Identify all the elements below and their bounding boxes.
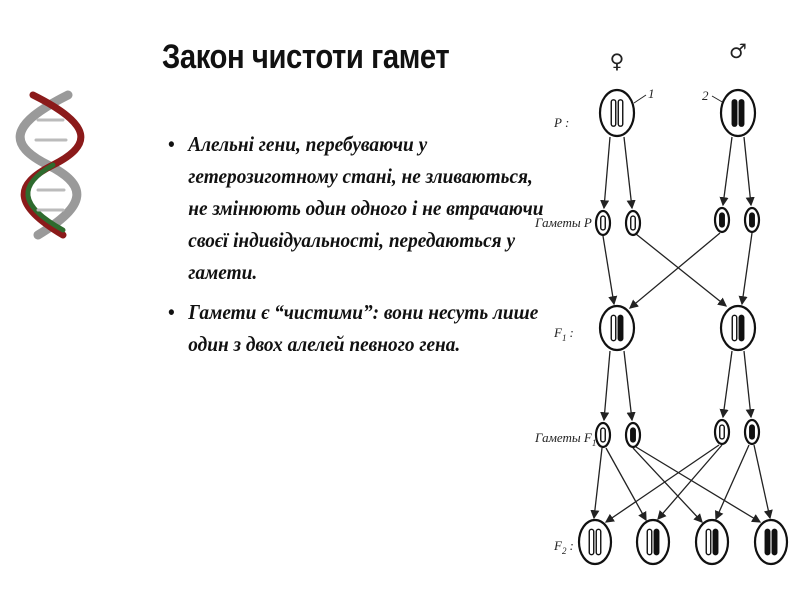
bullet-item: • Алельні гени, перебуваючи у гетерозигот…	[168, 128, 547, 288]
f1-cell-1	[598, 304, 636, 352]
f2-cell-4	[753, 518, 789, 566]
gamete-p-2	[624, 209, 642, 237]
gamete-f1-2	[624, 421, 642, 449]
gamete-purity-scheme: ♀ ♂ P : Гаметы P : F1: Гаметы F1: F2: 1 …	[534, 39, 789, 566]
parent-cell-male	[719, 88, 757, 138]
dna-strand-green	[25, 162, 66, 233]
f2-cell-1	[577, 518, 613, 566]
gamete-p-3	[713, 206, 731, 234]
parent-label-1: 1	[648, 86, 655, 101]
gamete-f1-1	[594, 421, 612, 449]
bullet-marker: •	[168, 132, 175, 156]
gamete-p-4	[743, 206, 761, 234]
gamete-p-1	[594, 209, 612, 237]
bullet-item: • Гамети є “чистими”: вони несуть лише о…	[168, 296, 547, 360]
bullet-text-1: Алельні гени, перебуваючи у гетерозиготн…	[188, 132, 544, 284]
bullet-list: • Алельні гени, перебуваючи у гетерозигот…	[168, 128, 544, 360]
row-label-gametes-f1: Гаметы F1:	[534, 430, 603, 448]
gamete-f1-3	[713, 418, 731, 446]
male-symbol: ♂	[729, 39, 747, 63]
row-label-gametes-p: Гаметы P :	[534, 215, 599, 230]
f2-cell-3	[694, 518, 730, 566]
row-label-f1: F1:	[553, 325, 574, 343]
row-label-p: P :	[553, 115, 569, 130]
f2-cell-2	[635, 518, 671, 566]
bullet-text-2: Гамети є “чистими”: вони несуть лише оди…	[188, 300, 539, 356]
bullet-marker: •	[168, 300, 175, 324]
parent-label-2: 2	[702, 88, 709, 103]
female-symbol: ♀	[610, 49, 625, 73]
row-label-f2: F2:	[553, 538, 574, 556]
dna-helix-image	[15, 90, 85, 240]
slide-title: Закон чистоти гамет	[162, 38, 450, 76]
parent-cell-female	[598, 88, 636, 138]
f1-cell-2	[719, 304, 757, 352]
gamete-f1-4	[743, 418, 761, 446]
